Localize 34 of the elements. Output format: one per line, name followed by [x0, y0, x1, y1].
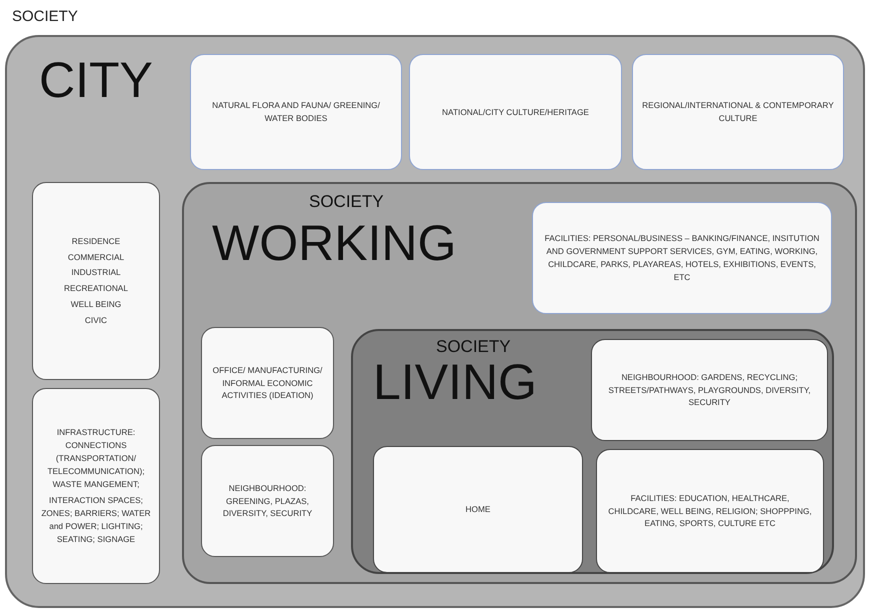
card-text: RECREATIONAL — [64, 282, 128, 295]
text-card — [632, 54, 844, 170]
rounded-panel — [351, 329, 834, 574]
text-card — [201, 327, 334, 439]
text-card — [32, 182, 160, 380]
card-text: FACILITIES: PERSONAL/BUSINESS – BANKING/FINANCE, INSITUTION AND GOVERNMENT SUPPORT SERVICES, GYM, EATING, WORKING, CHILDCARE, PARKS, PLAYAREAS, HOTELS, EXHIBITIONS, EVENTS, ETC — [544, 232, 820, 284]
card-text: INFRASTRUCTURE: CONNECTIONS (TRANSPORTATION/ TELECOMMUNICATION); WASTE MANGEMENT; — [46, 426, 146, 490]
card-text: OFFICE/ MANUFACTURING/ INFORMAL ECONOMIC ACTIVITIES (IDEATION) — [212, 364, 324, 402]
card-text: FACILITIES: EDUCATION, HEALTHCARE, CHILDCARE, WELL BEING, RELIGION; SHOPPPING, EATING, SPORTS, CULTURE ETC — [607, 492, 813, 530]
text-card — [409, 54, 622, 170]
card-text: REGIONAL/INTERNATIONAL & CONTEMPORARY CULTURE — [641, 99, 835, 125]
card-text: NEIGHBOURHOOD: GREENING, PLAZAS, DIVERSITY, SECURITY — [222, 482, 314, 520]
panel-title: WORKING — [212, 214, 456, 272]
text-card — [201, 445, 334, 557]
text-card — [32, 388, 160, 584]
panel-title: CITY — [39, 51, 153, 109]
rounded-panel — [182, 182, 857, 584]
card-text: INDUSTRIAL — [71, 266, 121, 280]
card-text: INTERACTION SPACES; ZONES; BARRIERS; WATER and POWER; LIGHTING; SEATING; SIGNAGE — [41, 494, 151, 546]
text-card — [190, 54, 402, 170]
card-text: COMMERCIAL — [68, 250, 124, 264]
card-text: NATURAL FLORA AND FAUNA/ GREENING/ WATER BODIES — [211, 99, 381, 125]
card-text: HOME — [466, 503, 490, 516]
card-text: NATIONAL/CITY CULTURE/HERITAGE — [442, 106, 589, 118]
card-text: WELL BEING — [70, 298, 122, 311]
section-heading: SOCIETY — [12, 8, 78, 25]
text-card — [373, 446, 583, 573]
text-card — [596, 449, 824, 573]
text-card — [591, 339, 828, 441]
card-text: CIVIC — [84, 314, 108, 326]
card-text: NEIGHBOURHOOD: GARDENS, RECYCLING; STREETS/PATHWAYS, PLAYGROUNDS, DIVERSITY, SECURITY — [607, 370, 812, 410]
section-heading: SOCIETY — [309, 192, 384, 212]
text-card — [532, 202, 832, 314]
card-text: RESIDENCE — [72, 234, 120, 248]
